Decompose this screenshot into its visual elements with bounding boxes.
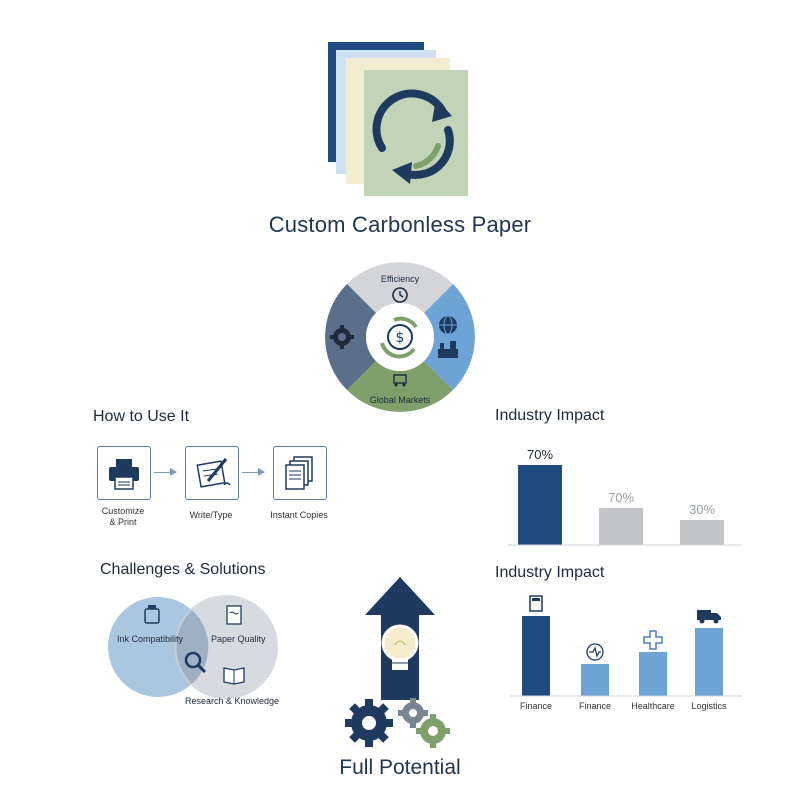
step-copies bbox=[273, 446, 327, 500]
chart1-bar-1 bbox=[599, 508, 643, 545]
step-arrow-2 bbox=[242, 468, 265, 476]
wheel-label-bottom: Global Markets bbox=[370, 395, 431, 405]
step-arrow-1 bbox=[154, 468, 177, 476]
pen-paper-icon bbox=[196, 458, 231, 488]
calculator-icon bbox=[529, 595, 543, 612]
chart2-tick-label-3: Logistics bbox=[691, 701, 727, 711]
paper-stack-logo bbox=[328, 42, 468, 196]
challenges-heading: Challenges & Solutions bbox=[100, 561, 266, 578]
recycle-arrows-icon bbox=[372, 89, 454, 184]
chart1-data-label-0: 70% bbox=[527, 447, 553, 462]
venn-label-paper: Paper Quality bbox=[211, 634, 266, 644]
svg-text:$: $ bbox=[396, 330, 405, 346]
benefits-wheel: $ Efficien bbox=[325, 262, 475, 412]
money-cycle-icon: $ bbox=[380, 316, 418, 359]
heartbeat-icon bbox=[586, 643, 604, 661]
challenges-venn bbox=[108, 595, 278, 699]
wheel-segment-global bbox=[424, 284, 475, 390]
printer-icon bbox=[109, 459, 139, 490]
chart1-bar-2 bbox=[680, 520, 724, 545]
chart1-bar-0 bbox=[518, 465, 562, 545]
gear-icon bbox=[416, 714, 450, 748]
step-customize bbox=[97, 446, 151, 500]
chart2-tick-label-2: Healthcare bbox=[631, 701, 675, 711]
how-to-use-heading: How to Use It bbox=[93, 408, 190, 425]
chart2-tick-label-1: Finance bbox=[579, 701, 611, 711]
chart2-title: Industry Impact bbox=[495, 564, 605, 581]
truck-icon bbox=[697, 610, 721, 624]
growth-arrow-illustration bbox=[345, 577, 450, 748]
stopwatch-icon bbox=[392, 287, 408, 303]
wheel-label-top: Efficiency bbox=[381, 274, 420, 284]
chart2-bar-1 bbox=[581, 664, 609, 696]
ink-bottle-icon bbox=[144, 605, 160, 624]
chart2-bar-2 bbox=[639, 652, 667, 696]
step-label-customize: Customize & Print bbox=[101, 506, 145, 527]
wheel-segment-markets bbox=[347, 361, 453, 412]
step-label-write: Write/Type bbox=[189, 510, 233, 520]
full-potential-title: Full Potential bbox=[339, 756, 461, 779]
chart2-tick-label-0: Finance bbox=[520, 701, 552, 711]
copies-icon bbox=[285, 456, 313, 490]
chart1-data-label-2: 30% bbox=[689, 502, 715, 517]
medical-cross-icon bbox=[643, 630, 663, 650]
venn-label-research: Research & Knowledge bbox=[185, 696, 280, 706]
chart2-bar-0 bbox=[522, 616, 550, 696]
step-write bbox=[185, 446, 239, 500]
globe-icon bbox=[439, 315, 457, 335]
step-label-copies: Instant Copies bbox=[270, 510, 328, 520]
gear-icon bbox=[345, 699, 393, 747]
lightbulb-icon bbox=[381, 624, 419, 670]
venn-label-ink: Ink Compatibility bbox=[117, 634, 184, 644]
industry-impact-chart-1: 70% 70% 30% bbox=[508, 447, 742, 546]
document-icon bbox=[226, 605, 242, 625]
chart1-data-label-1: 70% bbox=[608, 490, 634, 505]
gear-icon bbox=[330, 325, 354, 349]
shopping-cart-icon bbox=[393, 374, 407, 387]
chart1-title: Industry Impact bbox=[495, 407, 605, 424]
chart2-bar-3 bbox=[695, 628, 723, 696]
factory-icon bbox=[438, 341, 458, 358]
book-icon bbox=[223, 667, 245, 685]
industry-impact-chart-2: Finance Finance Healthcare Logistics bbox=[510, 595, 742, 711]
page-title: Custom Carbonless Paper bbox=[268, 212, 532, 237]
gear-icon bbox=[398, 698, 428, 728]
magnifier-icon bbox=[184, 651, 207, 674]
